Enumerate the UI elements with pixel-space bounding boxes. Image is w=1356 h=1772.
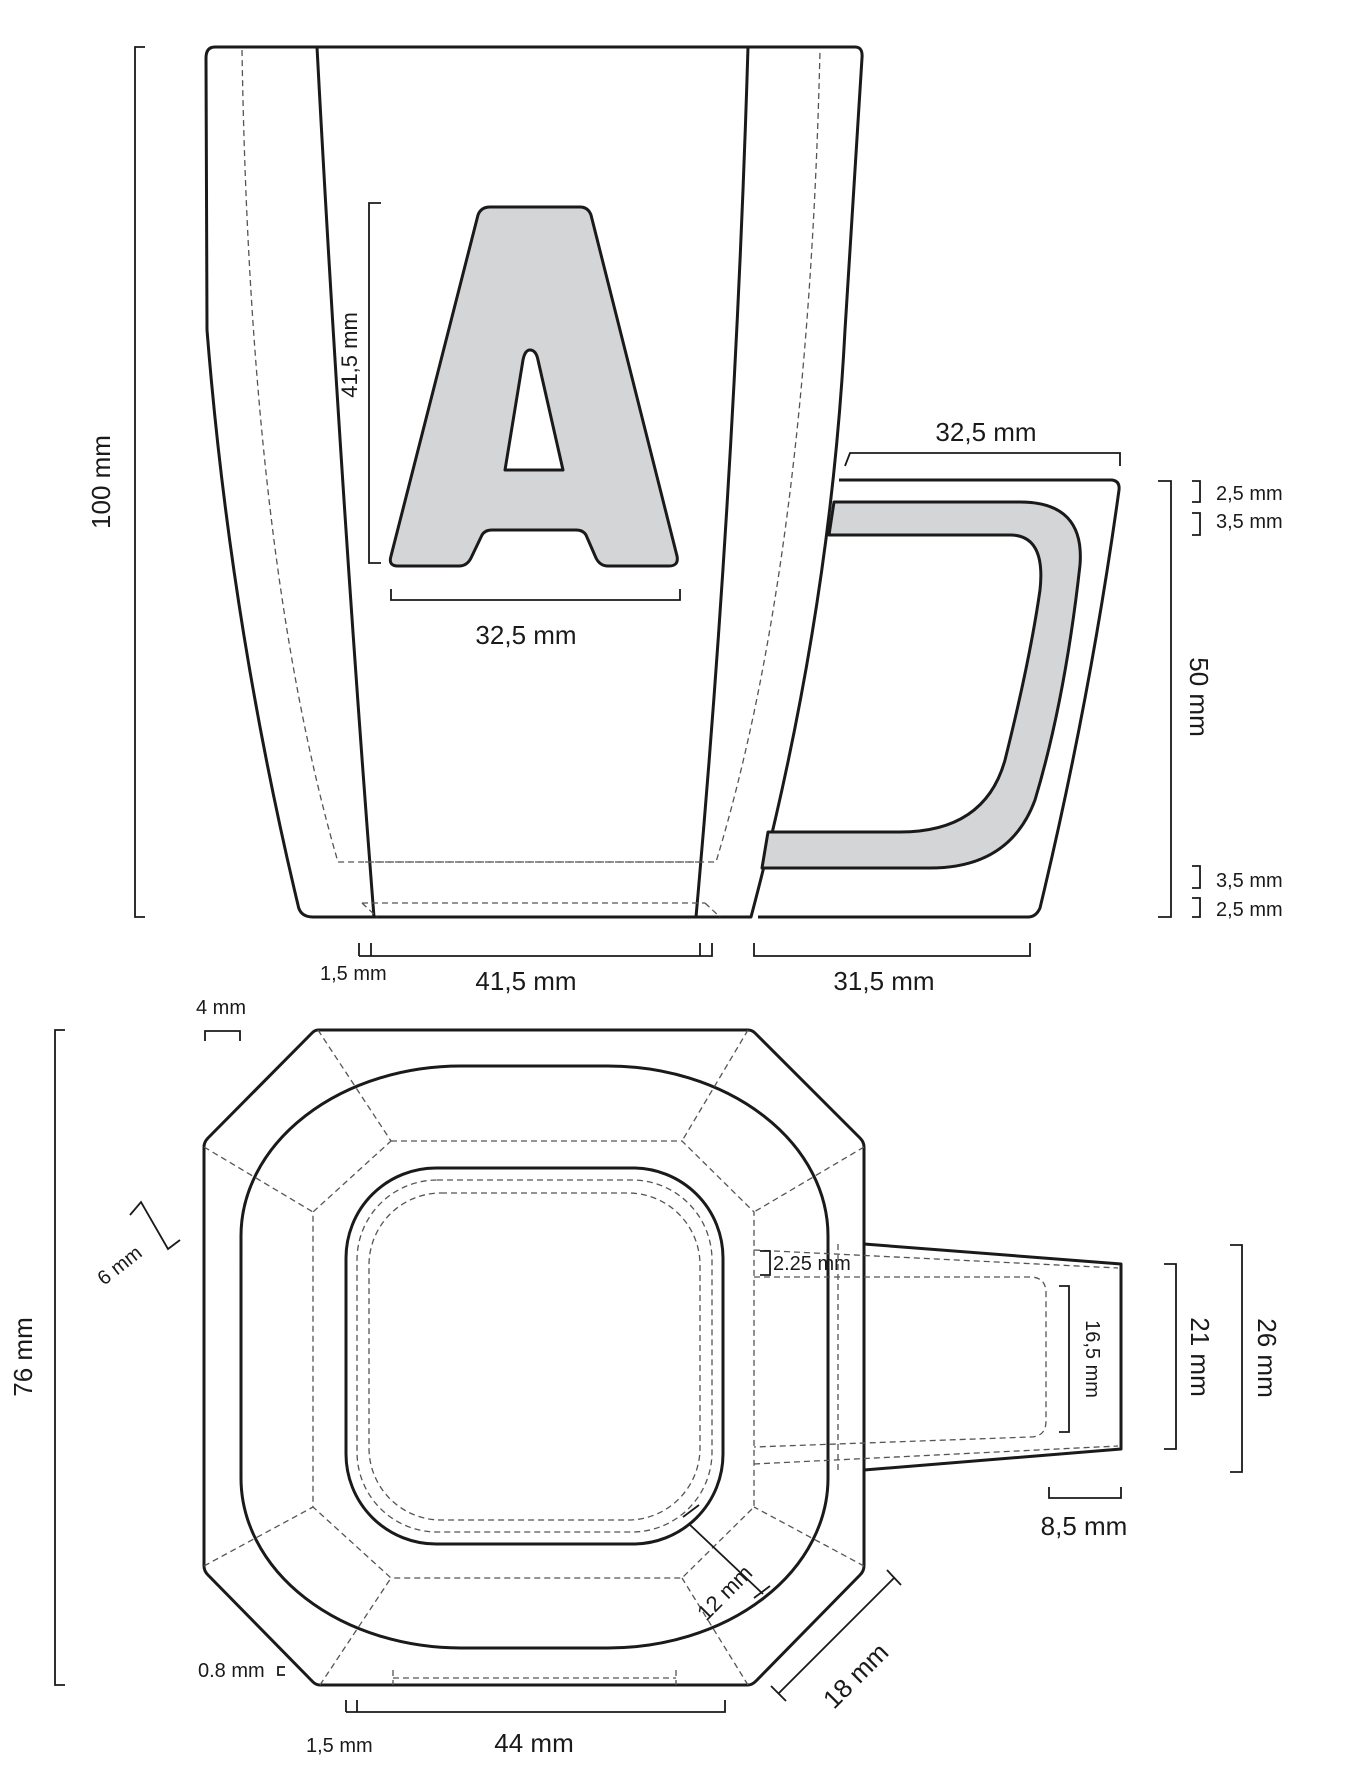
base-width-dim-line	[371, 943, 713, 957]
top-outer-octagon	[202, 1028, 866, 1687]
front-panel-right-edge	[694, 46, 750, 918]
right-dim-bracket	[1158, 480, 1172, 918]
right-dim-top-ticks	[1192, 480, 1201, 536]
depth-dim-line	[54, 1029, 65, 1686]
handle-mid-dim-label: 21 mm	[1185, 1317, 1215, 1396]
depth-dim-label: 76 mm	[8, 1317, 38, 1396]
handle-depth-dim-label: 31,5 mm	[833, 966, 934, 996]
height-dim-label: 100 mm	[86, 435, 116, 529]
rim-dim-label: 0.8 mm	[198, 1660, 265, 1682]
base-width-dim-label: 41,5 mm	[475, 966, 576, 996]
handle-inner-dim-label: 16,5 mm	[1081, 1320, 1103, 1398]
side-view: A 100 mm 41,5 mm 32,5 mm 32,5 mm 2,5 mm …	[86, 45, 1283, 996]
corner-top-dim-line	[204, 1030, 241, 1041]
rim-dim-line	[277, 1666, 285, 1676]
letter-height-dim-line	[368, 202, 381, 564]
wall-dim-line	[345, 1700, 358, 1713]
width-dim-line	[357, 1700, 726, 1713]
outer-chamfer-dim-line	[770, 1569, 902, 1702]
inner-chamfer-dim-label: 12 mm	[692, 1560, 757, 1625]
chamfer-dim-line	[129, 1200, 181, 1251]
top-rim	[239, 1064, 830, 1650]
inner-chamfer-dim-line	[682, 1504, 771, 1599]
top-inner-bowl-dashed-1	[356, 1179, 713, 1533]
handle-inner-dim-line	[1059, 1285, 1070, 1433]
handle-bottom-outer-label: 2,5 mm	[1216, 899, 1283, 921]
width-dim-label: 44 mm	[494, 1728, 573, 1758]
inner-wall-dashed	[241, 49, 821, 863]
handle-span-label: 50 mm	[1184, 657, 1214, 736]
top-view: 76 mm 4 mm 6 mm 2.25 mm 16,5 mm 21 mm 26…	[8, 997, 1282, 1758]
letter-a-counter	[503, 348, 565, 472]
handle-end-dim-label: 8,5 mm	[1041, 1511, 1128, 1541]
top-inner-octagon	[312, 1140, 755, 1579]
handle-grip-band	[760, 500, 1082, 870]
handle-width-dim-label: 32,5 mm	[935, 417, 1036, 447]
handle-end-dim-line	[1048, 1487, 1122, 1499]
handle-outer-dim-label: 26 mm	[1252, 1318, 1282, 1397]
mug-body-outline	[204, 45, 864, 919]
base-chamfer-left	[361, 902, 721, 918]
handle-wall-dim-label: 2.25 mm	[773, 1253, 851, 1275]
handle-outline	[758, 478, 1121, 919]
outer-chamfer-dim-label: 18 mm	[817, 1637, 894, 1714]
top-facet-lines	[203, 1029, 865, 1686]
corner-top-dim-label: 4 mm	[196, 997, 246, 1019]
top-bottom-rim-ticks	[392, 1670, 677, 1685]
wall-dim-label: 1,5 mm	[306, 1735, 373, 1757]
front-panel-left-edge	[315, 46, 376, 918]
handle-top-inner-label: 3,5 mm	[1216, 511, 1283, 533]
top-handle-dashed	[753, 1244, 1119, 1470]
handle-depth-dim-line	[753, 943, 1031, 957]
handle-wall-dim-line	[760, 1250, 771, 1276]
chamfer-dim-label: 6 mm	[94, 1242, 147, 1290]
height-dim-line	[134, 46, 145, 918]
handle-mid-dim-line	[1164, 1263, 1177, 1450]
letter-height-dim-label: 41,5 mm	[337, 312, 362, 398]
handle-top-outer-label: 2,5 mm	[1216, 483, 1283, 505]
base-wall-dim-label: 1,5 mm	[320, 963, 387, 985]
right-dim-bottom-ticks	[1192, 865, 1201, 918]
base-wall-dim-line	[358, 943, 372, 957]
letter-width-dim-line	[390, 589, 681, 601]
handle-width-dim-line	[844, 452, 1121, 467]
handle-bottom-inner-label: 3,5 mm	[1216, 870, 1283, 892]
top-inner-bowl	[344, 1166, 725, 1546]
top-handle-outline	[863, 1242, 1123, 1472]
handle-outer-dim-line	[1230, 1244, 1243, 1473]
letter-width-dim-label: 32,5 mm	[475, 620, 576, 650]
top-inner-bowl-dashed-2	[368, 1192, 701, 1521]
